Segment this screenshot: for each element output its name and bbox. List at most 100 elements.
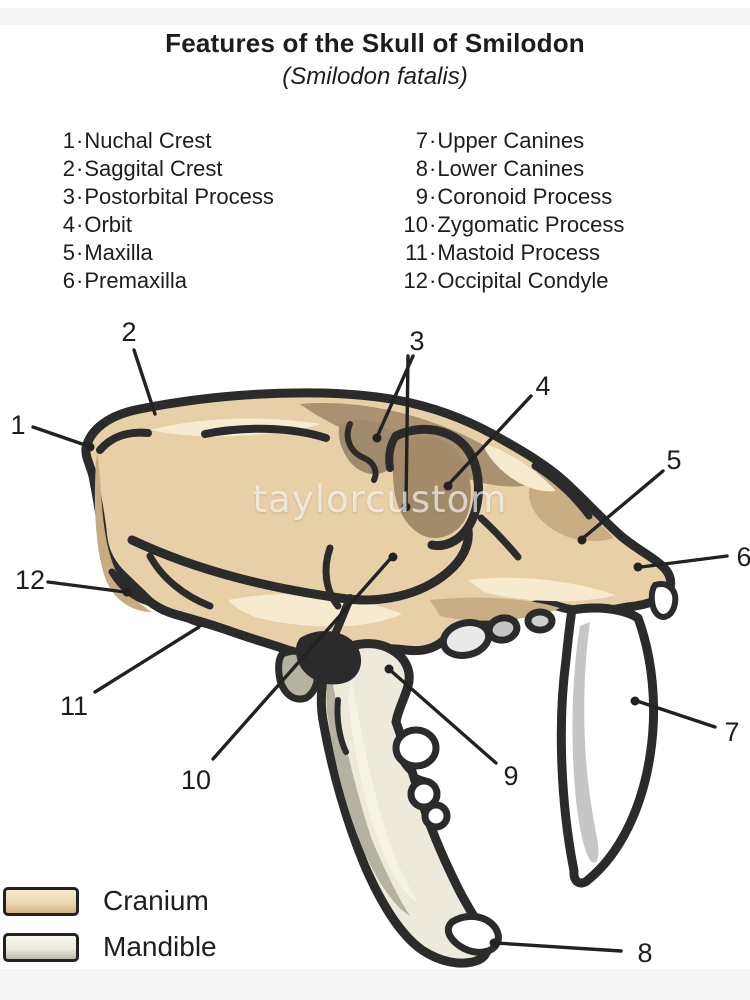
item-number: 3: [62, 184, 75, 209]
callout-10: 10: [181, 765, 211, 795]
leader-line-1: [31, 425, 90, 448]
item-label: Postorbital Process: [84, 184, 274, 209]
orbit: [385, 424, 483, 551]
list-item: 4·Orbit: [55, 211, 274, 239]
leader-line-3b: [404, 354, 410, 507]
upper-premolar-teeth: [439, 608, 556, 659]
list-item: 8·Lower Canines: [395, 155, 624, 183]
leader-dot-3a: [372, 433, 382, 443]
leader-dot-8: [489, 938, 499, 948]
list-item: 1·Nuchal Crest: [55, 127, 274, 155]
item-separator: ·: [429, 128, 437, 153]
leader-dot-7: [630, 696, 640, 706]
item-number: 8: [415, 156, 428, 181]
item-separator: ·: [429, 184, 437, 209]
leader-line-2: [132, 348, 157, 416]
callout-9: 9: [503, 761, 518, 791]
item-number: 11: [405, 240, 428, 265]
item-number: 9: [415, 184, 428, 209]
leader-dot-6: [633, 562, 643, 572]
feature-list-left-column: 1·Nuchal Crest 2·Saggital Crest 3·Postor…: [55, 127, 274, 295]
leader-lines: [31, 348, 729, 953]
item-number: 7: [415, 128, 428, 153]
item-label: Mastoid Process: [437, 240, 600, 265]
item-label: Orbit: [84, 212, 133, 237]
leader-line-12: [46, 580, 127, 594]
mandible-crease: [334, 697, 349, 755]
item-label: Nuchal Crest: [84, 128, 212, 153]
callout-6: 6: [736, 542, 750, 572]
list-item: 9·Coronoid Process: [395, 183, 624, 211]
jaw-joint-shadow: [295, 631, 362, 685]
leader-line-6: [639, 554, 729, 569]
list-item: 2·Saggital Crest: [55, 155, 274, 183]
leader-dot-1: [85, 442, 95, 452]
item-label: Maxilla: [84, 240, 153, 265]
item-separator: ·: [76, 212, 84, 237]
item-number: 10: [403, 212, 428, 237]
item-separator: ·: [76, 184, 84, 209]
item-label: Saggital Crest: [84, 156, 223, 181]
callout-8: 8: [637, 938, 652, 968]
item-number: 6: [62, 268, 75, 293]
bottom-margin-strip: [0, 969, 750, 1000]
callout-2: 2: [121, 317, 136, 347]
feature-list-right-column: 7·Upper Canines 8·Lower Canines 9·Corono…: [395, 127, 625, 295]
mandible-shading: [326, 670, 410, 916]
leader-dot-9: [384, 664, 394, 674]
callout-1: 1: [10, 410, 25, 440]
mandible-highlight: [348, 680, 418, 902]
item-separator: ·: [429, 156, 437, 181]
leader-line-9: [388, 668, 498, 765]
item-separator: ·: [76, 240, 84, 265]
upper-canine-shading: [572, 622, 599, 863]
list-item: 5·Maxilla: [55, 239, 274, 267]
item-number: 4: [62, 212, 75, 237]
postorbital-process-area: [338, 419, 397, 483]
item-separator: ·: [429, 268, 437, 293]
leader-dot-4: [443, 481, 453, 491]
item-separator: ·: [76, 268, 84, 293]
item-separator: ·: [76, 156, 84, 181]
leader-dot-5: [577, 535, 587, 545]
page-subtitle: (Smilodon fatalis): [282, 63, 468, 90]
header: Features of the Skull of Smilodon (Smilo…: [0, 28, 750, 91]
leader-line-5: [580, 469, 665, 541]
item-label: Coronoid Process: [437, 184, 613, 209]
upper-canine-tooth: [556, 603, 659, 888]
callout-numbers: 1 2 3 4 5 6 7 8 9 10 11 12: [10, 317, 750, 968]
item-separator: ·: [429, 212, 437, 237]
callout-7: 7: [724, 717, 739, 747]
key-label-cranium: Cranium: [103, 885, 209, 916]
leader-line-8: [494, 941, 623, 953]
leader-line-7: [635, 699, 717, 729]
leader-dot-10: [388, 552, 398, 562]
page-title: Features of the Skull of Smilodon: [165, 28, 585, 58]
mandible-color-swatch: [3, 932, 79, 962]
item-number: 2: [62, 156, 75, 181]
item-label: Upper Canines: [437, 128, 585, 153]
list-item: 10·Zygomatic Process: [395, 211, 625, 239]
item-number: 12: [403, 268, 428, 293]
cranium-color-swatch: [3, 886, 79, 916]
lower-molar-teeth: [392, 726, 451, 831]
item-number: 5: [62, 240, 75, 265]
callout-3: 3: [409, 326, 424, 356]
leader-line-10: [211, 556, 393, 761]
key-row-cranium: Cranium: [0, 885, 209, 917]
list-item: 12·Occipital Condyle: [395, 267, 624, 295]
item-number: 1: [62, 128, 75, 153]
callout-4: 4: [535, 371, 550, 401]
mandible-shape: [275, 639, 502, 968]
leader-dot-12: [122, 587, 132, 597]
item-label: Occipital Condyle: [437, 268, 609, 293]
leader-line-4: [446, 394, 533, 487]
lower-canine-tooth: [444, 912, 502, 956]
item-label: Lower Canines: [437, 156, 585, 181]
incisor-tooth: [648, 581, 679, 620]
key-row-mandible: Mandible: [0, 931, 217, 963]
top-margin-strip: [0, 8, 750, 25]
item-separator: ·: [76, 128, 84, 153]
leader-dots: [85, 433, 643, 948]
list-item: 7·Upper Canines: [395, 127, 624, 155]
